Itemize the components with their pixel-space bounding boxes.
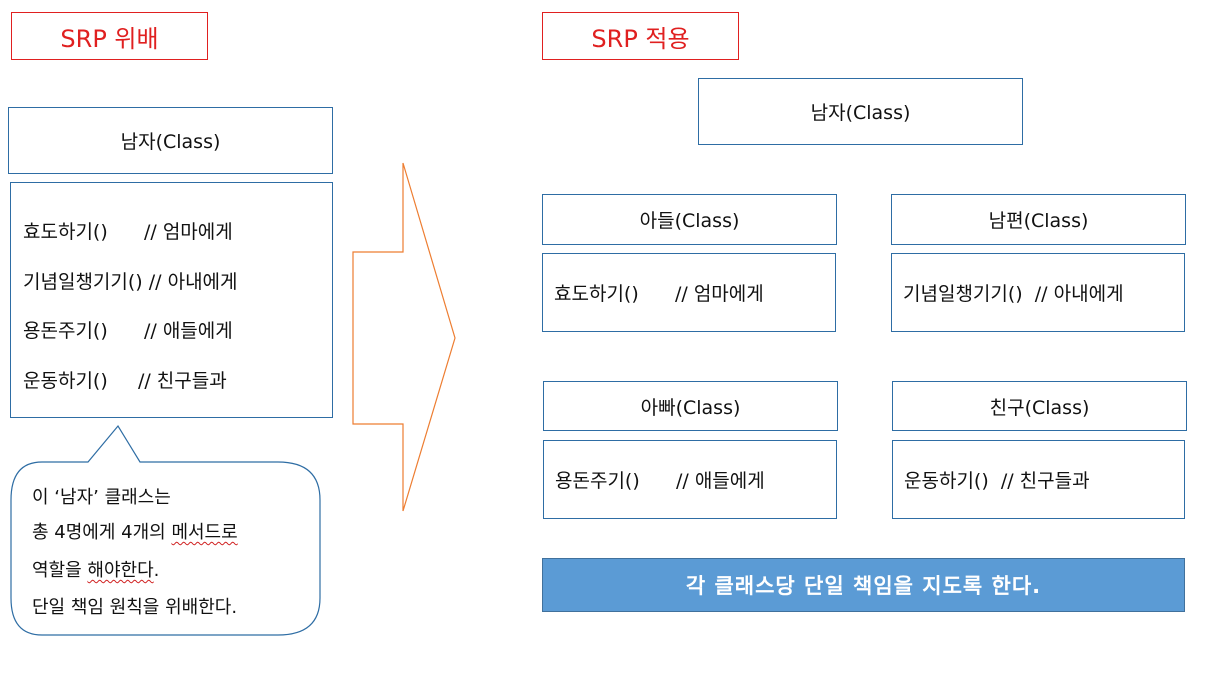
- husband-class-method: 기념일챙기기() // 아내에게: [891, 253, 1185, 332]
- son-class-header: 아들(Class): [542, 194, 837, 245]
- callout-line-3-end: .: [153, 560, 160, 581]
- dad-method-text: 용돈주기() // 애들에게: [555, 470, 765, 492]
- callout-line-4: 단일 책임 원칙을 위배한다.: [32, 597, 238, 618]
- callout-line-3-text: 역할을: [32, 560, 88, 581]
- son-method-text: 효도하기() // 엄마에게: [554, 283, 764, 305]
- right-arrow-shape: [352, 162, 456, 512]
- callout-bubble-shape: [10, 424, 321, 636]
- husband-class-header: 남편(Class): [891, 194, 1186, 245]
- friend-class-method: 운동하기() // 친구들과: [892, 440, 1185, 519]
- man-class-top: 남자(Class): [698, 78, 1023, 145]
- husband-method-text: 기념일챙기기() // 아내에게: [903, 283, 1124, 305]
- dad-class-header: 아빠(Class): [543, 381, 838, 431]
- callout-line-2: 총 4명에게 4개의 메서드로: [32, 518, 238, 544]
- srp-summary-banner: 각 클래스당 단일 책임을 지도록 한다.: [542, 558, 1185, 612]
- callout-line-2-text: 총 4명에게 4개의: [32, 522, 172, 543]
- method-line: 운동하기() // 친구들과: [23, 370, 227, 392]
- method-line: 효도하기() // 엄마에게: [23, 221, 233, 243]
- friend-class-header: 친구(Class): [892, 381, 1187, 431]
- callout-text: 이 ‘남자’ 클래스는 총 4명에게 4개의 메서드로 역할을 해야한다. 단일…: [10, 462, 320, 635]
- spellcheck-underlined-word: 해야한다: [87, 560, 154, 581]
- callout-line-3: 역할을 해야한다.: [32, 556, 159, 582]
- srp-applied-title: SRP 적용: [542, 12, 739, 60]
- callout-line-1: 이 ‘남자’ 클래스는: [32, 487, 171, 508]
- dad-class-method: 용돈주기() // 애들에게: [543, 440, 837, 519]
- man-class-methods: 효도하기() // 엄마에게 기념일챙기기() // 아내에게 용돈주기() /…: [10, 182, 333, 418]
- son-class-method: 효도하기() // 엄마에게: [542, 253, 836, 332]
- method-line: 용돈주기() // 애들에게: [23, 320, 233, 342]
- srp-violation-title: SRP 위배: [11, 12, 208, 60]
- spellcheck-underlined-word: 메서드로: [171, 522, 238, 543]
- man-class-header: 남자(Class): [8, 107, 333, 174]
- method-line: 기념일챙기기() // 아내에게: [23, 271, 238, 293]
- friend-method-text: 운동하기() // 친구들과: [904, 470, 1090, 492]
